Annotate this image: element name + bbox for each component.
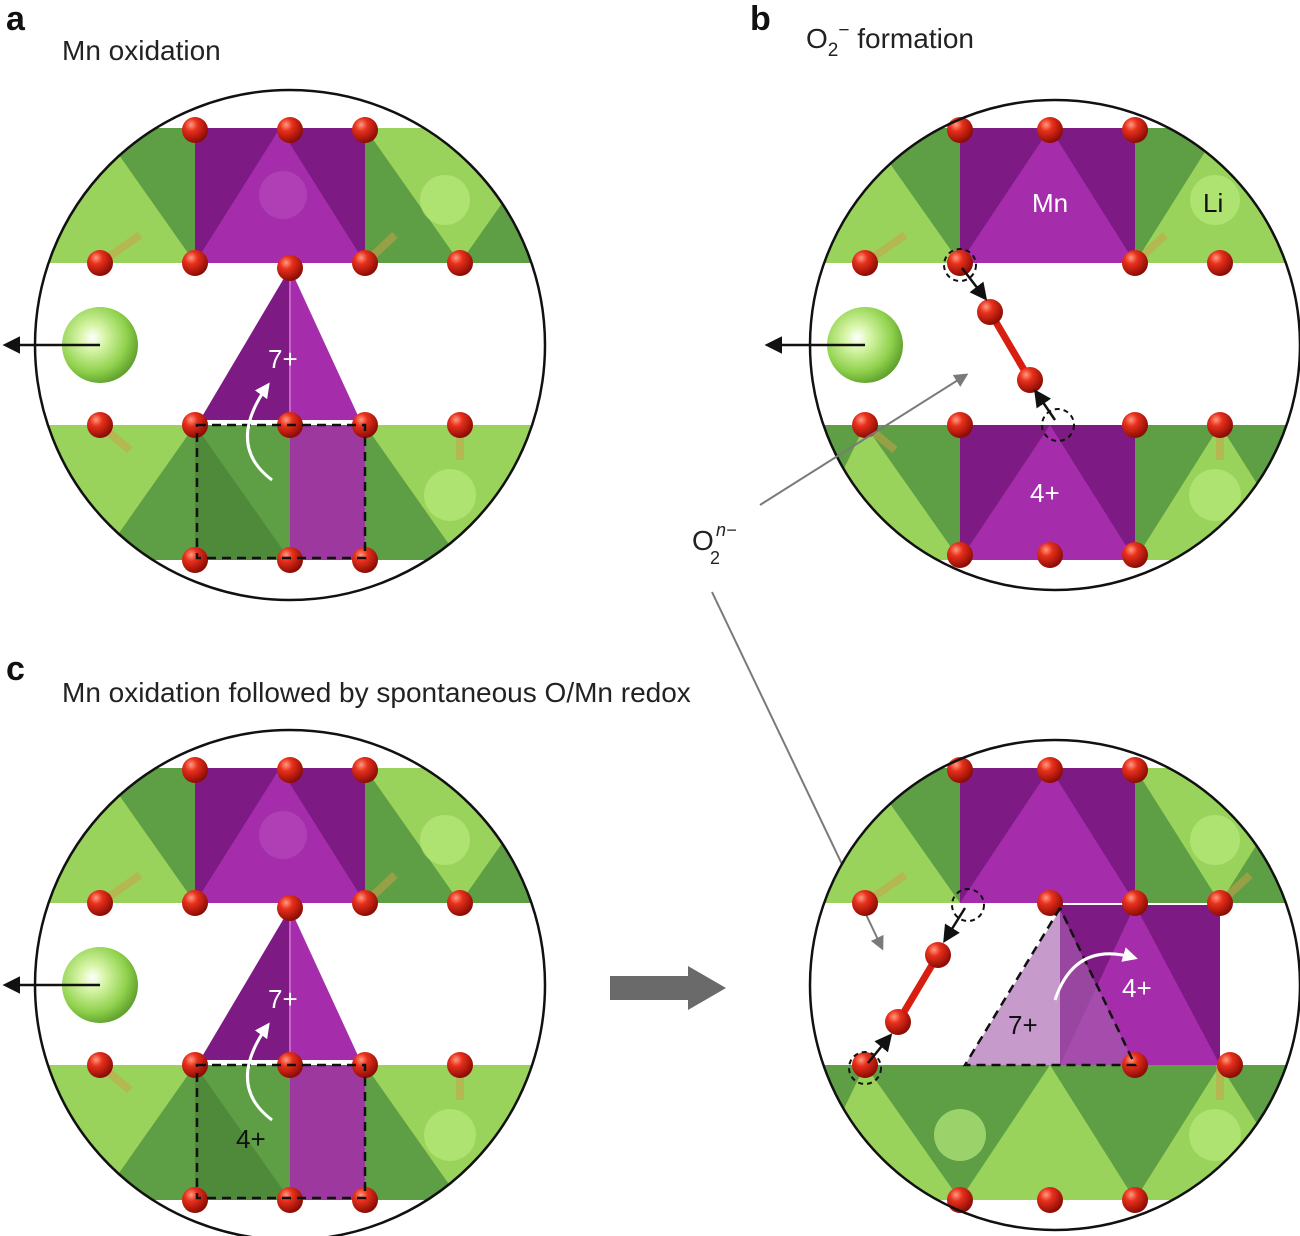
mn-tetrahedron	[200, 268, 290, 420]
o-o-bond	[986, 310, 1034, 382]
panel-a: a Mn oxidation	[2, 0, 547, 602]
pointer-arrow	[759, 373, 969, 506]
panel-b-circle	[808, 98, 1300, 592]
panel-c: c Mn oxidation followed by spontaneous O…	[2, 650, 1300, 1236]
panel-c-right-ox-right: 4+	[1122, 973, 1152, 1003]
dashed-box	[195, 1063, 367, 1200]
panel-a-ox-label: 7+	[268, 344, 298, 374]
oxygen-atoms	[87, 757, 473, 1213]
oxygen-atoms	[852, 117, 1233, 568]
original-o-site	[1041, 408, 1075, 442]
li-label: Li	[1203, 188, 1223, 218]
panel-c-right-structure	[810, 768, 1300, 1200]
o-shift-arrow	[943, 907, 967, 943]
panel-c-right-circle	[808, 738, 1300, 1232]
process-arrow	[610, 966, 726, 1010]
migration-arrow	[246, 382, 273, 482]
panel-a-circle	[33, 88, 547, 602]
panel-c-right-ox-left: 7+	[1008, 1010, 1038, 1040]
oxygen-atoms	[87, 117, 473, 573]
panel-c-left-ox-top: 7+	[268, 984, 298, 1014]
panel-b: b O2− formation	[750, 0, 1300, 592]
migration-arrow	[246, 1022, 273, 1122]
o-shift-arrow	[1034, 389, 1057, 421]
original-o-site	[848, 1051, 882, 1085]
panel-a-title: Mn oxidation	[62, 35, 221, 66]
dashed-box	[195, 423, 367, 560]
panel-c-left-circle	[33, 728, 547, 1236]
panel-b-title: O2− formation	[806, 20, 974, 61]
mn-label: Mn	[1032, 188, 1068, 218]
panel-c-letter: c	[6, 650, 25, 688]
migration-arrow	[1053, 947, 1138, 1001]
original-o-site	[951, 888, 985, 922]
panel-a-letter: a	[6, 0, 26, 38]
original-o-site	[943, 248, 977, 282]
panel-b-ox-label: 4+	[1030, 478, 1060, 508]
panel-c-left-ox-bottom: 4+	[236, 1124, 266, 1154]
vacated-site-outline	[962, 907, 1137, 1067]
o-o-bond	[894, 953, 942, 1024]
panel-b-letter: b	[750, 0, 771, 38]
o-shift-arrow	[867, 1033, 893, 1064]
o-shift-arrow	[961, 267, 988, 301]
panel-c-title: Mn oxidation followed by spontaneous O/M…	[62, 677, 691, 708]
